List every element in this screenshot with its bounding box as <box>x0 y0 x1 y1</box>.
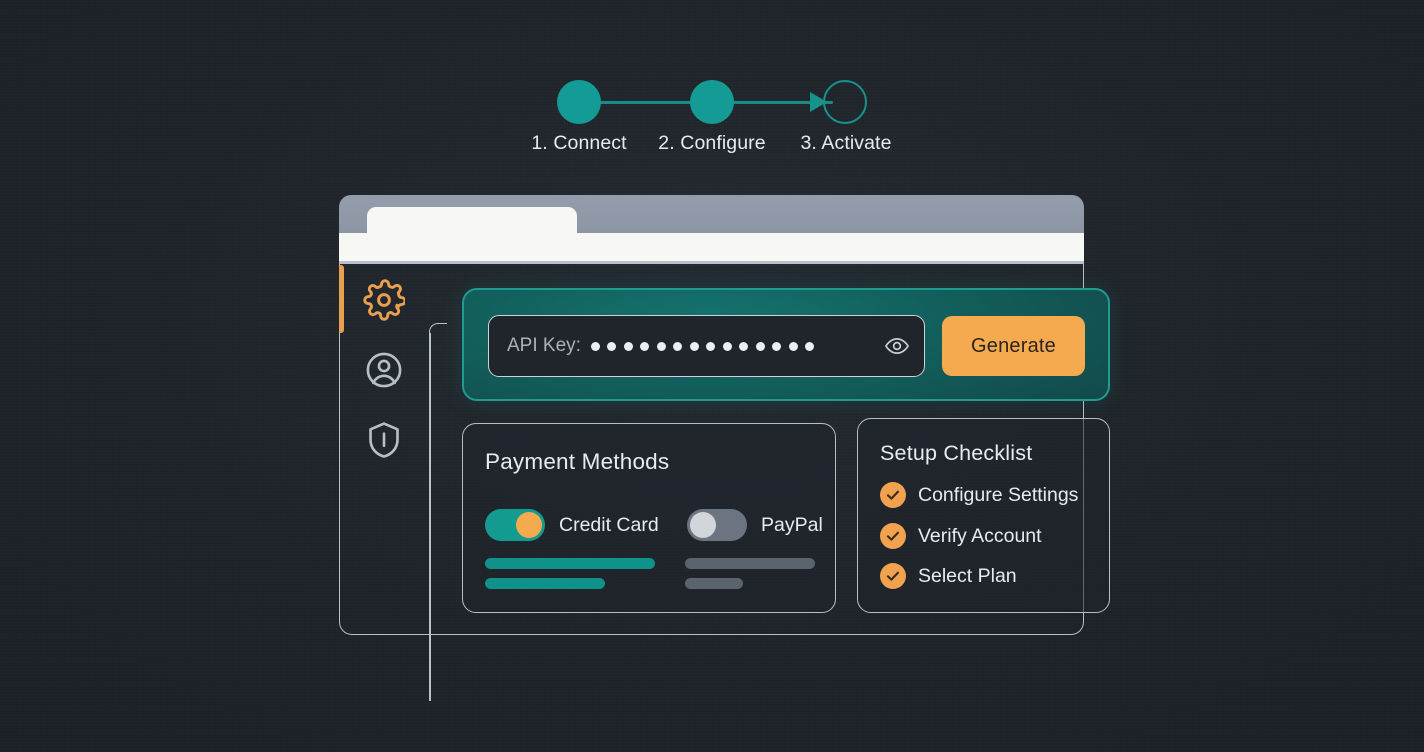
paypal-toggle[interactable] <box>687 509 747 541</box>
checklist-item-label: Configure Settings <box>918 483 1079 506</box>
sidebar-item-settings[interactable] <box>363 279 407 321</box>
payment-method-paypal[interactable]: PayPal <box>687 509 823 541</box>
api-key-label: API Key: <box>507 335 581 356</box>
generate-button[interactable]: Generate <box>942 316 1085 376</box>
browser-tab[interactable] <box>367 207 577 237</box>
toolbar-divider <box>339 261 1084 264</box>
stepper-node-activate[interactable] <box>823 80 867 124</box>
browser-window: API Key: Generate Payment Methods <box>339 195 1110 701</box>
check-circle-icon <box>880 523 906 549</box>
user-icon <box>366 352 402 388</box>
sidebar-active-indicator <box>339 265 344 333</box>
shield-icon <box>369 422 399 458</box>
credit-card-label: Credit Card <box>559 513 659 536</box>
sidebar-divider-corner <box>429 323 447 341</box>
eye-icon[interactable] <box>884 333 910 359</box>
paypal-label: PayPal <box>761 513 823 536</box>
arrow-right-icon <box>810 92 827 112</box>
checklist-item[interactable]: Verify Account <box>880 523 1042 549</box>
checklist-item-label: Verify Account <box>918 524 1042 547</box>
setup-checklist-card: Setup Checklist Configure Settings Verif… <box>857 418 1110 613</box>
stepper-label-connect: 1. Connect <box>531 132 627 154</box>
api-key-panel: API Key: Generate <box>462 288 1110 401</box>
stepper-node-connect[interactable] <box>557 80 601 124</box>
toggle-knob-icon <box>690 512 716 538</box>
payment-methods-title: Payment Methods <box>485 449 670 474</box>
toggle-knob-icon <box>516 512 542 538</box>
checklist-item[interactable]: Configure Settings <box>880 482 1078 508</box>
sidebar-item-account[interactable] <box>363 349 405 391</box>
checklist-item-label: Select Plan <box>918 564 1017 587</box>
payment-methods-card: Payment Methods Credit Card PayPal <box>462 423 836 613</box>
check-circle-icon <box>880 563 906 589</box>
payment-method-credit-card[interactable]: Credit Card <box>485 509 659 541</box>
api-key-input[interactable]: API Key: <box>488 315 925 377</box>
stepper-label-activate: 3. Activate <box>800 132 892 154</box>
gear-icon <box>363 279 407 321</box>
api-key-masked-value <box>590 341 884 351</box>
credit-card-progress-bar-primary <box>485 558 655 569</box>
setup-checklist-title: Setup Checklist <box>880 441 1033 465</box>
check-circle-icon <box>880 482 906 508</box>
paypal-progress-bar-secondary <box>685 578 743 589</box>
checklist-item[interactable]: Select Plan <box>880 563 1017 589</box>
stepper-label-configure: 2. Configure <box>658 132 766 154</box>
sidebar-item-security[interactable] <box>363 419 405 461</box>
credit-card-progress-bar-secondary <box>485 578 605 589</box>
setup-stepper: 1. Connect 2. Configure 3. Activate <box>520 72 920 167</box>
sidebar-divider <box>429 333 431 701</box>
credit-card-toggle[interactable] <box>485 509 545 541</box>
paypal-progress-bar-primary <box>685 558 815 569</box>
stepper-node-configure[interactable] <box>690 80 734 124</box>
browser-toolbar <box>339 233 1084 261</box>
